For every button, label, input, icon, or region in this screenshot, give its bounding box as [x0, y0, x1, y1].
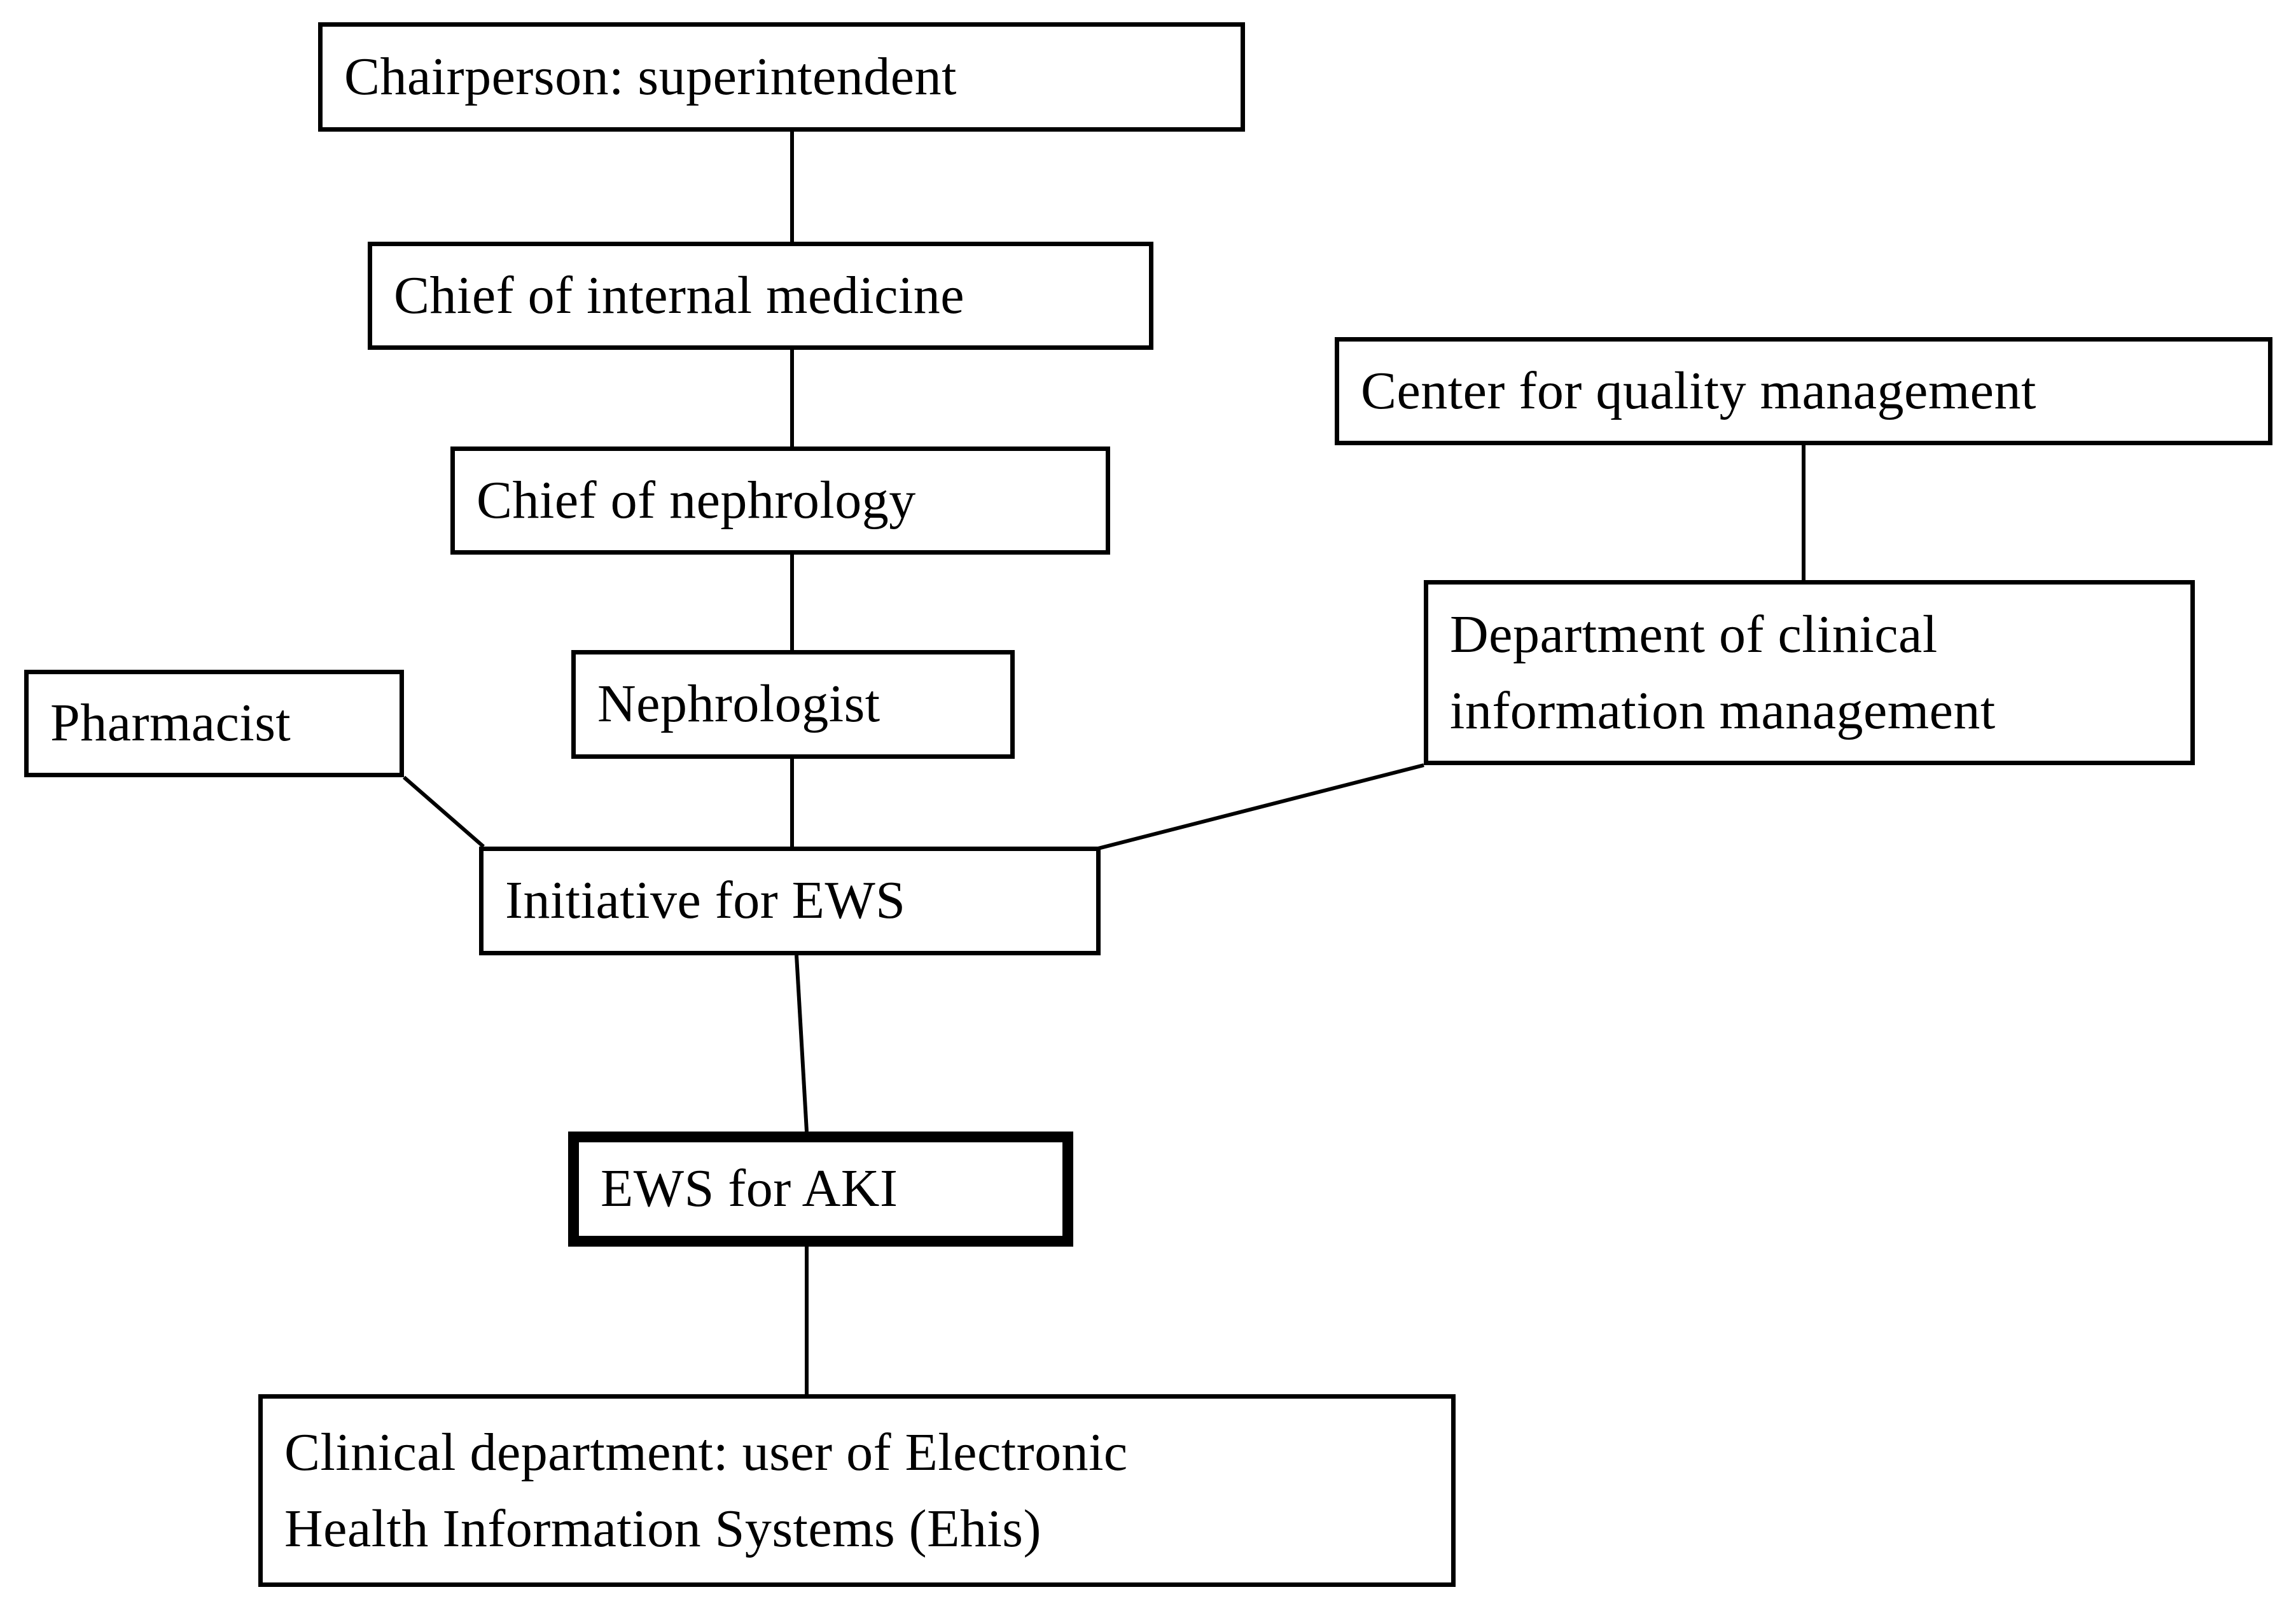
node-pharmacist[interactable]: Pharmacist — [24, 670, 404, 777]
node-label-ews-for-aki: EWS for AKI — [601, 1159, 898, 1219]
node-label-center-quality-management: Center for quality management — [1361, 361, 2036, 420]
node-clinical-department[interactable]: Clinical department: user of Electronic … — [258, 1394, 1456, 1587]
edge-department-to-initiative — [1097, 763, 1424, 850]
node-chief-nephrology[interactable]: Chief of nephrology — [450, 447, 1110, 555]
node-nephrologist[interactable]: Nephrologist — [571, 650, 1015, 759]
node-label-pharmacist: Pharmacist — [50, 693, 291, 753]
node-chief-internal-medicine[interactable]: Chief of internal medicine — [368, 242, 1153, 350]
node-label-nephrologist: Nephrologist — [597, 674, 880, 734]
node-label-chairperson: Chairperson: superintendent — [344, 46, 957, 106]
node-label-clinical-department: Clinical department: user of Electronic … — [284, 1423, 1128, 1558]
node-initiative-for-ews[interactable]: Initiative for EWS — [479, 847, 1101, 955]
node-label-initiative-for-ews: Initiative for EWS — [505, 871, 906, 931]
node-label-chief-internal-medicine: Chief of internal medicine — [394, 265, 965, 325]
node-label-department-clinical-information-management: Department of clinical information manag… — [1450, 605, 1996, 740]
node-ews-for-aki[interactable]: EWS for AKI — [568, 1132, 1073, 1247]
edge-initiative-to-ews-for-aki — [795, 955, 809, 1132]
node-label-chief-nephrology: Chief of nephrology — [477, 470, 916, 530]
edge-pharmacist-to-initiative — [403, 775, 485, 848]
node-center-quality-management[interactable]: Center for quality management — [1335, 337, 2272, 445]
node-chairperson[interactable]: Chairperson: superintendent — [318, 22, 1245, 132]
node-department-clinical-information-management[interactable]: Department of clinical information manag… — [1424, 580, 2195, 765]
